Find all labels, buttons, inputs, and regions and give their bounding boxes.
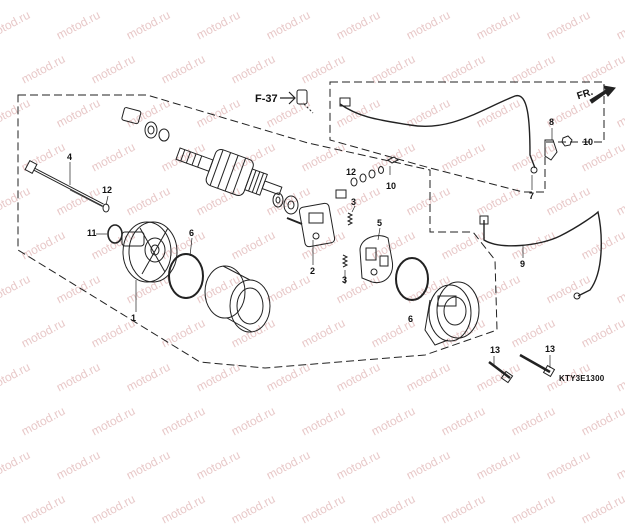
watermark-text: motod.ru: [228, 491, 278, 526]
bolt-13a: [488, 361, 514, 384]
rear-cover: [424, 281, 480, 346]
callout-13b: 13: [545, 344, 556, 354]
callout-11: 11: [87, 228, 97, 238]
yoke: [204, 265, 271, 333]
callout-10b: 10: [583, 137, 594, 147]
front-cover: [121, 221, 178, 283]
bolt-washer: [102, 203, 110, 213]
callout-13a: 13: [490, 345, 501, 355]
watermark-text: motod.ru: [18, 491, 68, 526]
watermark-text: motod.ru: [438, 491, 488, 526]
brush-plate: [359, 235, 394, 284]
callout-7: 7: [529, 191, 535, 201]
callout-5: 5: [377, 218, 383, 228]
o-ring-6a: [168, 253, 204, 299]
o-ring-6b: [395, 257, 429, 301]
bolt-13b: [519, 353, 556, 378]
callout-3a: 3: [351, 197, 357, 207]
watermark-text: motod.ru: [298, 491, 348, 526]
diagram-code: KTY3E1300: [559, 374, 605, 383]
brush-holder: [298, 202, 336, 248]
armature: [175, 147, 283, 196]
callout-1: 1: [131, 313, 137, 323]
wiring-frame: [329, 81, 605, 193]
clamp-8: [544, 139, 558, 161]
callout-3b: 3: [342, 275, 348, 285]
callout-12b: 12: [346, 167, 357, 177]
nut-10-upper: [561, 135, 573, 147]
callout-12a: 12: [102, 185, 113, 195]
washer-c: [272, 192, 284, 208]
spring-upper: [346, 212, 354, 226]
o-ring-11: [107, 224, 123, 244]
cable-9: [483, 210, 602, 297]
washer-a: [144, 121, 158, 139]
watermark-text: motod.ru: [158, 491, 208, 526]
terminal-clip: [335, 189, 347, 199]
diagram-svg: [17, 81, 616, 384]
washer-d: [283, 195, 299, 215]
callout-6b: 6: [408, 314, 414, 324]
plate-part: [121, 107, 142, 125]
callout-6a: 6: [189, 228, 195, 238]
fr-arrow-icon: [589, 85, 616, 104]
ref-arrow: [280, 91, 296, 105]
cable-7: [339, 95, 536, 169]
watermark-text: motod.ru: [368, 491, 418, 526]
callout-8: 8: [549, 117, 555, 127]
parts-diagram: motod.ru motod.ru motod.ru motod.ru motod.ru…: [0, 8, 625, 526]
watermark-text: motod.ru: [88, 491, 138, 526]
callout-9: 9: [520, 259, 526, 269]
reference-label: F-37: [255, 93, 278, 105]
callout-10a: 10: [386, 181, 397, 191]
spring-lower: [341, 254, 349, 268]
watermark-text: motod.ru: [578, 491, 625, 526]
watermark-text: motod.ru: [508, 491, 558, 526]
callout-4: 4: [67, 152, 73, 162]
connector-plug: [296, 89, 308, 105]
washer-b: [158, 128, 170, 142]
callout-2: 2: [310, 266, 316, 276]
